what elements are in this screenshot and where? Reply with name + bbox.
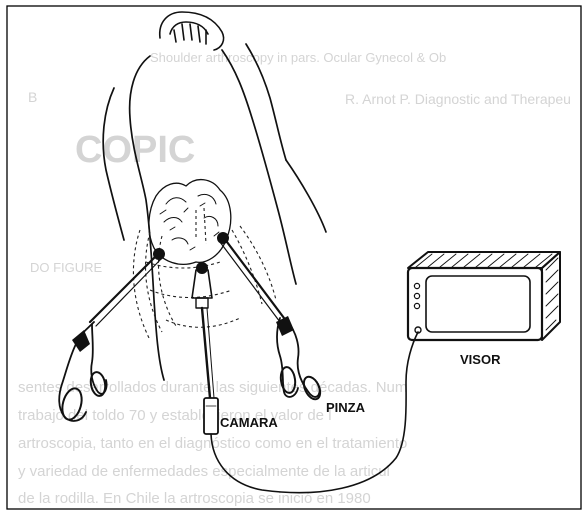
monitor-viewer: [408, 252, 560, 340]
camera-port-marker: [196, 262, 208, 274]
ear-outline: [160, 12, 224, 50]
ghost-title: Shoulder arthroscopy in pars. Ocular Gyn…: [150, 50, 446, 65]
ghost-para-2: trabajo del toldo 70 y establecieron el …: [18, 407, 332, 424]
left-port-marker: [153, 248, 165, 260]
axilla-region: [133, 180, 276, 340]
right-port-marker: [217, 232, 229, 244]
ghost-side: DO FIGURE: [30, 260, 103, 275]
forceps-label: PINZA: [326, 400, 366, 415]
monitor-knob-2: [414, 293, 419, 298]
monitor-knob-3: [414, 303, 419, 308]
camera-label: CAMARA: [220, 415, 278, 430]
ghost-para-4: y variedad de enfermedades especialmente…: [18, 463, 390, 480]
ghost-author-a: B: [28, 89, 37, 105]
camera-handle: [204, 398, 218, 434]
figure-frame: [7, 6, 581, 509]
viewer-label: VISOR: [460, 352, 501, 367]
monitor-knob-1: [414, 283, 419, 288]
monitor-screen: [426, 276, 530, 332]
right-forceps: [217, 232, 323, 402]
ghost-author-b: R. Arnot P. Diagnostic and Therapeu: [345, 91, 571, 107]
